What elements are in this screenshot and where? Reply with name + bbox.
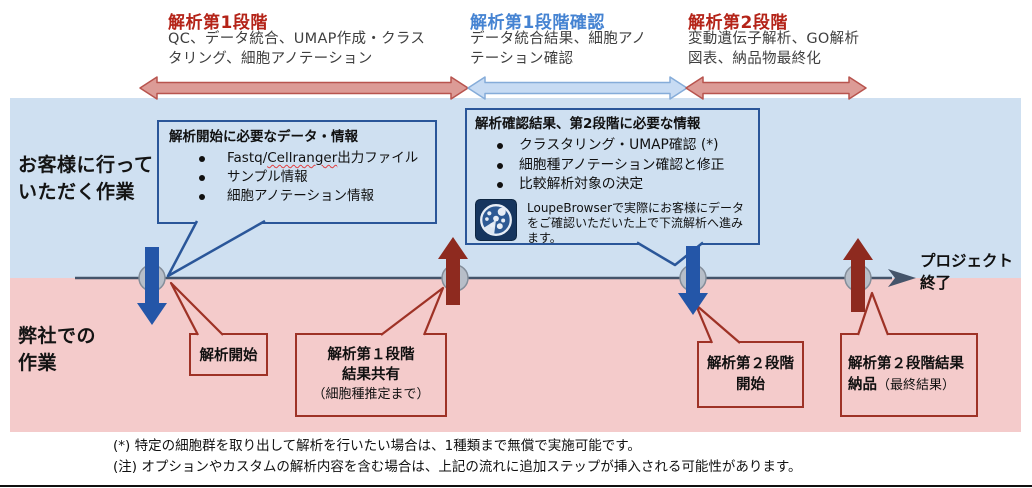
list-item: クラスタリング・UMAP確認 (*) <box>475 136 750 156</box>
stage1-share-line2: 結果共有 <box>342 367 400 383</box>
confirm-info-callout: 解析確認結果、第2段階に必要な情報 クラスタリング・UMAP確認 (*) 細胞種… <box>465 108 760 245</box>
phase1-check-title: 解析第1段階確認 <box>470 13 605 33</box>
footnotes: (*) 特定の細胞群を取り出して解析を行いたい場合は、1種類まで無償で実施可能で… <box>113 436 801 478</box>
bullet-icon <box>199 194 205 200</box>
start-info-list: Fastq/Cellranger出力ファイル サンプル情報 細胞アノテーション情… <box>169 149 427 206</box>
confirm-info-list: クラスタリング・UMAP確認 (*) 細胞種アノテーション確認と修正 比較解析対… <box>475 136 750 195</box>
stage1-share-line1: 解析第１段階 <box>327 347 415 363</box>
analysis-start-callout: 解析開始 <box>189 333 268 376</box>
bullet-icon <box>199 156 205 162</box>
bullet-text: サンプル情報 <box>227 169 308 185</box>
bullet-text: 比較解析対象の決定 <box>519 176 644 192</box>
loupe-browser-icon <box>475 198 517 241</box>
bullet-text-spellchecked: Cellranger <box>267 150 338 166</box>
phase1-check-duration-arrow <box>467 76 688 100</box>
bullet-text: 細胞アノテーション情報 <box>227 188 375 204</box>
bullet-icon <box>199 175 205 181</box>
bullet-icon <box>497 143 503 149</box>
bullet-text: 細胞種アノテーション確認と修正 <box>519 156 725 173</box>
stage2-delivery-callout: 解析第２段階結果 納品（最終結果） <box>840 333 978 417</box>
confirm-info-title: 解析確認結果、第2段階に必要な情報 <box>475 116 701 132</box>
footnote-asterisk: (*) 特定の細胞群を取り出して解析を行いたい場合は、1種類まで無償で実施可能で… <box>113 438 641 454</box>
company-lane-label: 弊社での作業 <box>18 325 97 374</box>
phase2-duration-arrow <box>685 76 867 100</box>
start-info-title: 解析開始に必要なデータ・情報 <box>169 129 358 145</box>
list-item: サンプル情報 <box>169 168 427 187</box>
bullet-text: Fastq/ <box>227 150 268 166</box>
bullet-text: クラスタリング・UMAP確認 (*) <box>519 137 719 153</box>
phase2-description: 変動遺伝子解析、GO解析図表、納品物最終化 <box>688 31 860 67</box>
project-end-label: プロジェクト終了 <box>920 252 1014 292</box>
bullet-icon <box>497 162 503 169</box>
phase1-duration-arrow <box>139 76 469 100</box>
analysis-start-label: 解析開始 <box>199 348 258 364</box>
start-info-callout: 解析開始に必要なデータ・情報 Fastq/Cellranger出力ファイル サン… <box>157 120 437 224</box>
phase1-title: 解析第1段階 <box>168 13 268 33</box>
loupe-browser-note: LoupeBrowserで実際にお客様にデータをご確認いただいた上で下流解析へ進… <box>527 200 745 245</box>
list-item: 比較解析対象の決定 <box>475 175 750 195</box>
phase2-title: 解析第2段階 <box>688 13 788 33</box>
phase1-description: QC、データ統合、UMAP作成・クラスタリング、細胞アノテーション <box>168 31 426 67</box>
customer-lane-label: お客様に行っていただく作業 <box>18 154 154 203</box>
stage2-start-callout: 解析第２段階 開始 <box>697 341 804 408</box>
delivery-label: 納品 <box>848 377 877 393</box>
list-item: 細胞種アノテーション確認と修正 <box>475 156 750 176</box>
stage2-start-line2: 開始 <box>736 376 765 393</box>
bottom-divider <box>0 485 1032 487</box>
stage1-results-callout: 解析第１段階 結果共有 （細胞種推定まで） <box>295 333 447 417</box>
bullet-text: 出力ファイル <box>337 150 419 166</box>
list-item: Fastq/Cellranger出力ファイル <box>169 149 427 168</box>
list-item: 細胞アノテーション情報 <box>169 187 427 206</box>
stage2-delivery-line2: 納品（最終結果） <box>848 375 955 396</box>
phase1-check-description: データ統合結果、細胞アノテーション確認 <box>470 31 647 67</box>
stage1-share-line3: （細胞種推定まで） <box>312 387 430 402</box>
footnote-caution: (注) オプションやカスタムの解析内容を含む場合は、上記の流れに追加ステップが挿… <box>113 459 802 475</box>
loupe-browser-row: LoupeBrowserで実際にお客様にデータをご確認いただいた上で下流解析へ進… <box>475 198 750 246</box>
delivery-label-sub: （最終結果） <box>877 378 956 393</box>
bullet-icon <box>497 182 503 188</box>
stage2-delivery-line1: 解析第２段階結果 <box>848 356 964 372</box>
stage2-start-line1: 解析第２段階 <box>707 355 794 372</box>
